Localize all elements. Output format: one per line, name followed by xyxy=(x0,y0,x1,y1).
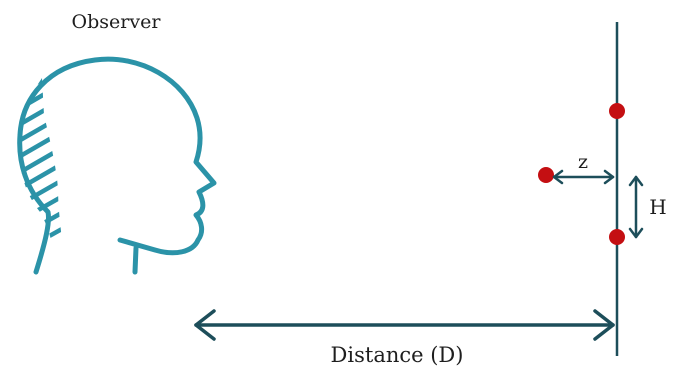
h-label: H xyxy=(649,195,666,219)
z-double-arrow xyxy=(552,169,615,185)
offset-dot xyxy=(538,167,554,183)
observer-head-icon xyxy=(17,56,217,275)
observer-label: Observer xyxy=(72,11,162,33)
distance-double-arrow xyxy=(194,309,615,341)
h-double-arrow xyxy=(628,175,644,239)
distance-label: Distance (D) xyxy=(331,343,464,367)
lower-dot xyxy=(609,229,625,245)
upper-dot xyxy=(609,103,625,119)
z-label: z xyxy=(578,151,588,173)
